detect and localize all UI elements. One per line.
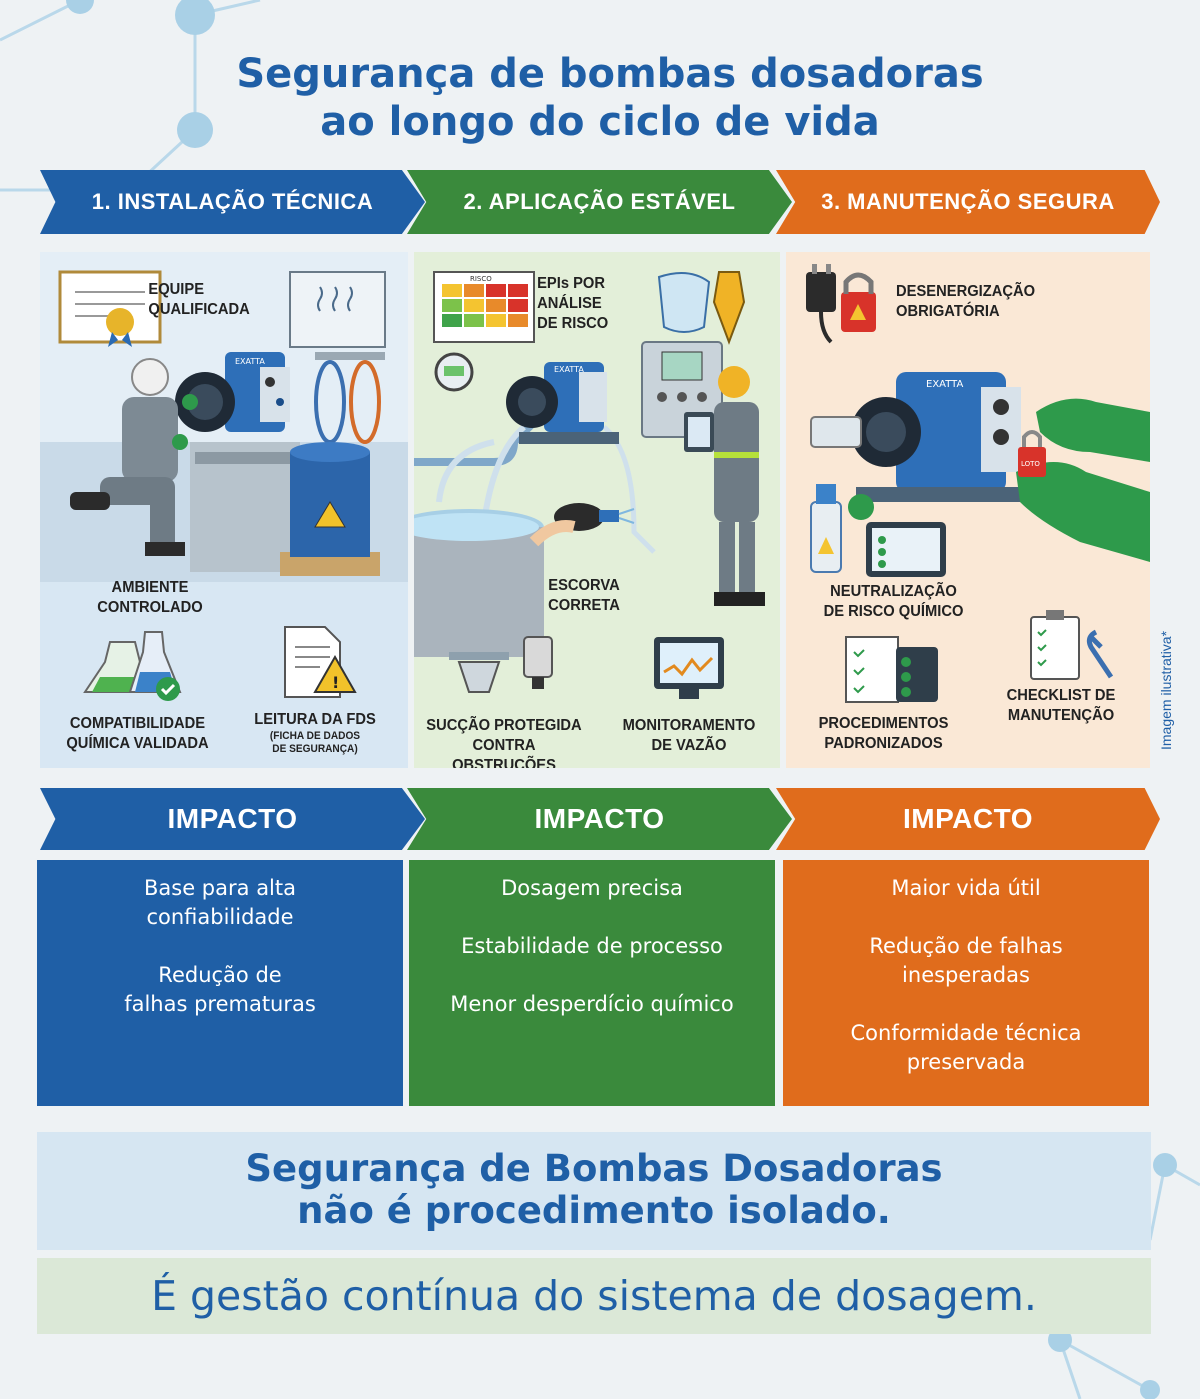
impact-item: Redução de falhas prematuras xyxy=(124,963,316,1016)
risk-matrix-icon: RISCO xyxy=(433,271,535,343)
label-epis-risco: EPIs POR ANÁLISE DE RISCO xyxy=(537,275,609,332)
application-scene-illustration: RISCO EXATTA xyxy=(414,271,765,699)
page-title-line1: Segurança de bombas dosadoras xyxy=(236,51,984,97)
panel-installation-illustration: EXATTA ! EQUIPE QUALIFICADA AMBIEN xyxy=(40,252,408,768)
stage-2-chevron: 2. APLICAÇÃO ESTÁVEL xyxy=(407,170,792,234)
impact-1-label: IMPACTO xyxy=(167,803,298,834)
impact-1-chevron: IMPACTO xyxy=(40,788,425,850)
label-leitura-fds: LEITURA DA FDS xyxy=(254,711,376,728)
impact-item: Redução de falhas inesperadas xyxy=(869,934,1063,987)
page-title-line2: ao longo do ciclo de vida xyxy=(320,99,880,145)
svg-text:EXATTA: EXATTA xyxy=(926,379,963,390)
impact-box-installation: Base para alta confiabilidade Redução de… xyxy=(37,860,403,1106)
conclusion-banner-subline: É gestão contínua do sistema de dosagem. xyxy=(37,1258,1151,1334)
label-ambiente-controlado: AMBIENTE CONTROLADO xyxy=(97,579,203,616)
label-procedimentos: PROCEDIMENTOS PADRONIZADOS xyxy=(818,715,949,752)
label-monitoramento-vazao: MONITORAMENTO DE VAZÃO xyxy=(622,717,756,754)
label-compatibilidade-quimica: COMPATIBILIDADE QUÍMICA VALIDADA xyxy=(66,715,209,752)
svg-text:EXATTA: EXATTA xyxy=(554,365,584,374)
svg-text:RISCO: RISCO xyxy=(470,275,492,283)
stage-3-label: 3. MANUTENÇÃO SEGURA xyxy=(821,189,1115,214)
impact-item: Base para alta confiabilidade xyxy=(144,876,296,929)
impact-2-label: IMPACTO xyxy=(534,803,665,834)
impact-3-label: IMPACTO xyxy=(902,803,1034,834)
impact-3-chevron: IMPACTO xyxy=(776,788,1160,850)
stage-1-label: 1. INSTALAÇÃO TÉCNICA xyxy=(91,189,374,214)
stage-2-label: 2. APLICAÇÃO ESTÁVEL xyxy=(463,189,736,214)
stage-1-chevron: 1. INSTALAÇÃO TÉCNICA xyxy=(40,170,425,234)
label-succao-protegida: SUCÇÃO PROTEGIDA CONTRA OBSTRUÇÕES xyxy=(426,717,582,768)
installation-scene-illustration: EXATTA ! xyxy=(40,252,408,701)
impact-item: Maior vida útil xyxy=(891,876,1041,900)
label-neutralizacao: NEUTRALIZAÇÃO DE RISCO QUÍMICO xyxy=(823,583,964,620)
label-equipe-qualificada: EQUIPE QUALIFICADA xyxy=(148,281,250,318)
impact-item: Dosagem precisa xyxy=(501,876,683,900)
impact-box-application: Dosagem precisa Estabilidade de processo… xyxy=(409,860,775,1106)
impact-2-chevron: IMPACTO xyxy=(407,788,792,850)
stage-3-chevron: 3. MANUTENÇÃO SEGURA xyxy=(776,170,1160,234)
maintenance-scene-illustration: EXATTA LOTO xyxy=(806,264,1150,703)
impact-item: Menor desperdício químico xyxy=(450,992,734,1016)
label-fds-subtitle: (FICHA DE DADOS DE SEGURANÇA) xyxy=(269,730,361,755)
impact-item: Conformidade técnica preservada xyxy=(850,1021,1082,1074)
impact-box-maintenance: Maior vida útil Redução de falhas inespe… xyxy=(783,860,1149,1106)
svg-text:LOTO: LOTO xyxy=(1021,460,1040,468)
illustrative-image-note: Imagem ilustrativa* xyxy=(1158,630,1174,750)
label-desenergizacao: DESENERGIZAÇÃO OBRIGATÓRIA xyxy=(896,283,1036,320)
label-escorva-correta: ESCORVA CORRETA xyxy=(548,577,620,614)
panel-application-illustration: RISCO EXATTA xyxy=(414,252,780,768)
panel-maintenance-illustration: EXATTA LOTO DESENERGIZAÇÃO OBRIGATÓRIA xyxy=(786,252,1150,768)
svg-text:!: ! xyxy=(332,673,339,692)
label-checklist: CHECKLIST DE MANUTENÇÃO xyxy=(1006,687,1116,724)
impact-item: Estabilidade de processo xyxy=(461,934,723,958)
conclusion-banner-headline: Segurança de Bombas Dosadoras não é proc… xyxy=(37,1132,1151,1250)
svg-text:EXATTA: EXATTA xyxy=(235,357,265,366)
